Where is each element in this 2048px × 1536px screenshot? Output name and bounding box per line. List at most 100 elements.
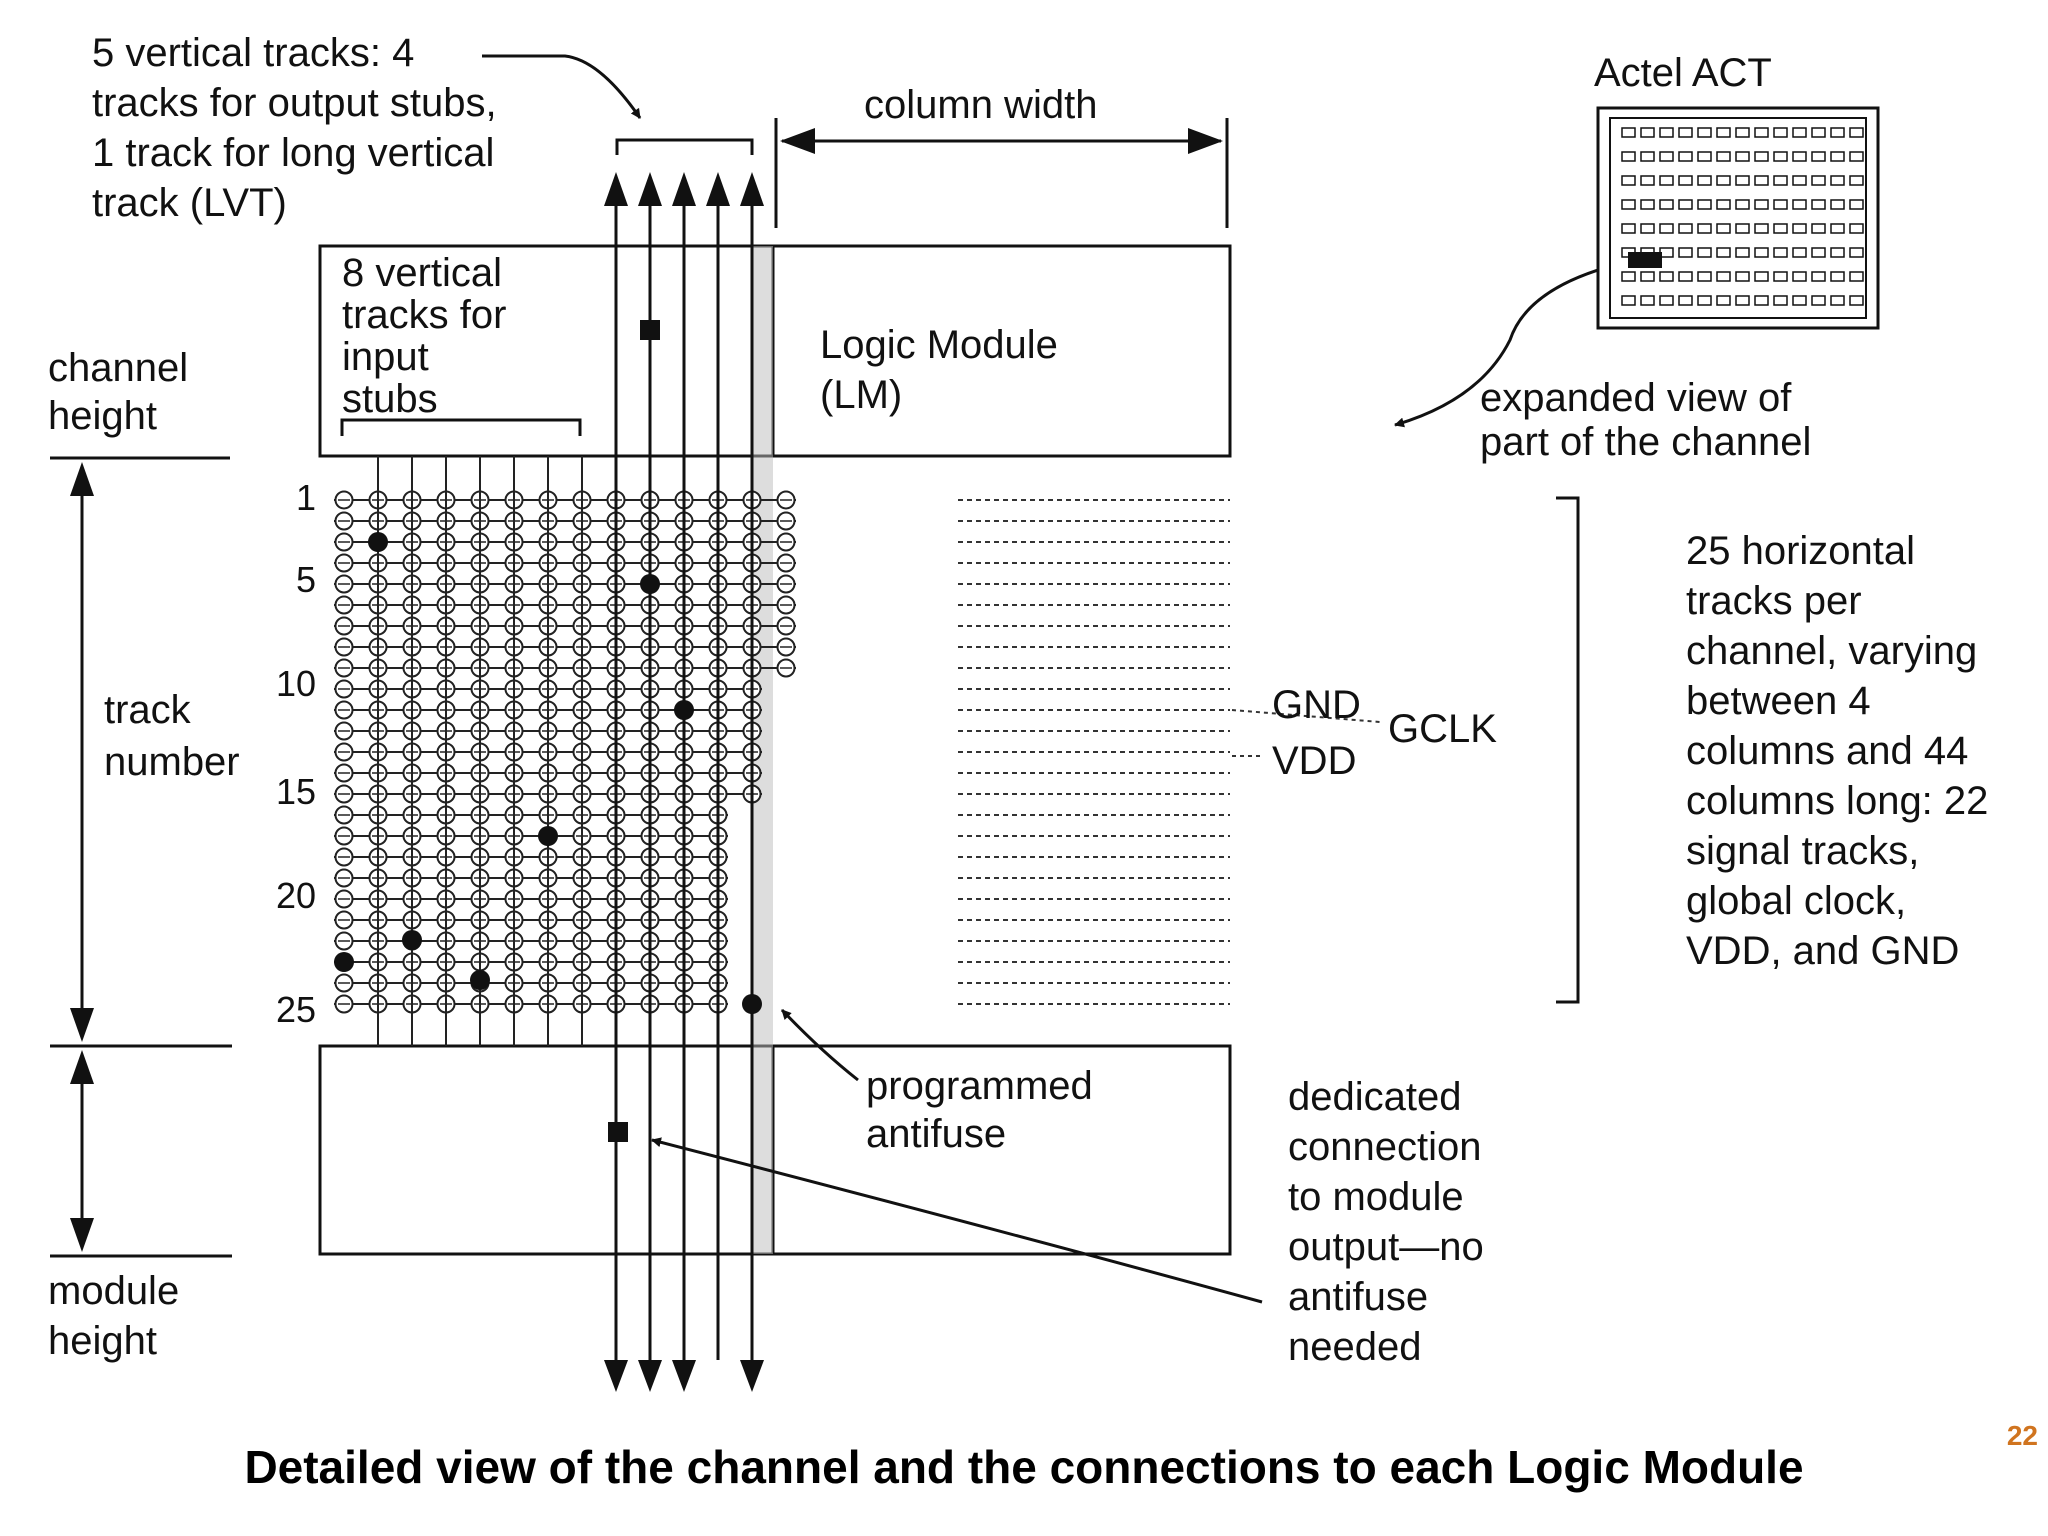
module-height-arrowhead-top [70, 1050, 94, 1084]
chip-cell [1697, 295, 1712, 306]
chip-cell [1792, 199, 1807, 210]
chip-cell [1773, 199, 1788, 210]
chip-cell [1697, 151, 1712, 162]
expanded-view-pointer [1394, 256, 1647, 428]
output-track-bracket [615, 138, 754, 155]
track-arrowhead-down [740, 1360, 764, 1392]
chip-cell [1849, 127, 1864, 138]
chip-cell [1716, 247, 1731, 258]
chip-cell [1716, 223, 1731, 234]
horizontal-tracks-brace [1556, 496, 1580, 1004]
chip-cell [1716, 199, 1731, 210]
chip-cell [1792, 127, 1807, 138]
dedicated-connection-square [640, 320, 660, 340]
output-track-pointer [482, 54, 642, 119]
chip-cell [1659, 127, 1674, 138]
programmed-antifuse-label: programmed antifuse [866, 1064, 1093, 1156]
module-height-label: module height [48, 1269, 180, 1363]
chip-cell [1849, 223, 1864, 234]
column-width-label: column width [864, 83, 1098, 127]
chip-cell [1678, 127, 1693, 138]
chip-cell [1830, 295, 1845, 306]
chip-cell [1621, 199, 1636, 210]
chip-cell [1830, 223, 1845, 234]
chip-cell [1697, 223, 1712, 234]
chip-cell [1659, 199, 1674, 210]
track-number-1: 1 [295, 477, 316, 518]
chip-cell [1735, 223, 1750, 234]
chip-cell [1640, 127, 1655, 138]
chip-cell [1735, 175, 1750, 186]
upper-logic-module-box [318, 244, 1232, 458]
chip-cell [1678, 247, 1693, 258]
chip-cell [1678, 199, 1693, 210]
module-height-arrowhead-bottom [70, 1218, 94, 1252]
track-number-5: 5 [295, 559, 316, 600]
programmed-antifuses [334, 532, 762, 1014]
gnd-leader [1231, 709, 1381, 723]
chip-cell [1716, 295, 1731, 306]
chip-cell [1830, 271, 1845, 282]
chip-cell [1849, 295, 1864, 306]
chip-cell [1697, 127, 1712, 138]
input-stub-bracket [340, 418, 582, 436]
chip-cell [1792, 271, 1807, 282]
logic-module-label: Logic Module (LM) [820, 323, 1058, 417]
chip-cell [1792, 295, 1807, 306]
track-number-20: 20 [275, 875, 316, 916]
chip-cell [1640, 271, 1655, 282]
column-width-arrowhead-left [780, 128, 815, 154]
chip-highlight [1628, 252, 1662, 268]
dedicated-connection-label: dedicated connection to module output—no… [1288, 1075, 1484, 1369]
chip-cell [1640, 199, 1655, 210]
vdd-label: VDD [1272, 739, 1357, 783]
chip-cell [1716, 151, 1731, 162]
chip-cell [1811, 199, 1826, 210]
chip-cell [1678, 295, 1693, 306]
chip-cell [1716, 127, 1731, 138]
track-arrowhead-up [706, 172, 730, 206]
column-width-arrowhead-right [1188, 128, 1223, 154]
track-arrowhead-down [672, 1360, 696, 1392]
dedicated-connection-square [608, 1122, 628, 1142]
programmed-antifuse-dot [640, 574, 660, 594]
programmed-antifuse-dot [538, 826, 558, 846]
chip-cell [1811, 295, 1826, 306]
chip-cell [1811, 151, 1826, 162]
horizontal-track-continuation [958, 499, 1381, 1005]
chip-cell [1811, 175, 1826, 186]
lower-logic-module-box [318, 1044, 1232, 1256]
actel-act-label: Actel ACT [1594, 51, 1772, 95]
chip-cell [1621, 175, 1636, 186]
programmed-antifuse-dot [470, 970, 490, 990]
chip-cell [1792, 247, 1807, 258]
vertical-tracks [604, 172, 764, 1392]
chip-cell [1773, 223, 1788, 234]
chip-inner-outline [1609, 117, 1867, 319]
chip-cell [1640, 175, 1655, 186]
gnd-label: GND [1272, 683, 1361, 727]
channel-height-arrowhead-top [70, 462, 94, 496]
track-arrowhead-up [672, 172, 696, 206]
chip-cell [1830, 199, 1845, 210]
chip-cell [1640, 223, 1655, 234]
track-number-label: track number [104, 688, 240, 784]
dedicated-connection-pointer [651, 1137, 1263, 1304]
chip-cell [1716, 271, 1731, 282]
input-stubs-label: 8 vertical tracks for input stubs [342, 251, 507, 421]
track-arrowhead-up [604, 172, 628, 206]
chip-cell [1754, 199, 1769, 210]
chip-cell [1849, 175, 1864, 186]
horizontal-tracks-label: 25 horizontal tracks per channel, varyin… [1686, 529, 1989, 973]
expanded-view-label: expanded view of part of the channel [1480, 376, 1812, 464]
chip-cell [1678, 223, 1693, 234]
chip-cell [1735, 199, 1750, 210]
chip-cell [1811, 223, 1826, 234]
channel-height-arrowhead-bottom [70, 1008, 94, 1042]
chip-cell [1773, 127, 1788, 138]
chip-cell [1773, 151, 1788, 162]
chip-cell [1811, 247, 1826, 258]
vertical-tracks-output-label: 5 vertical tracks: 4 tracks for output s… [92, 31, 497, 225]
